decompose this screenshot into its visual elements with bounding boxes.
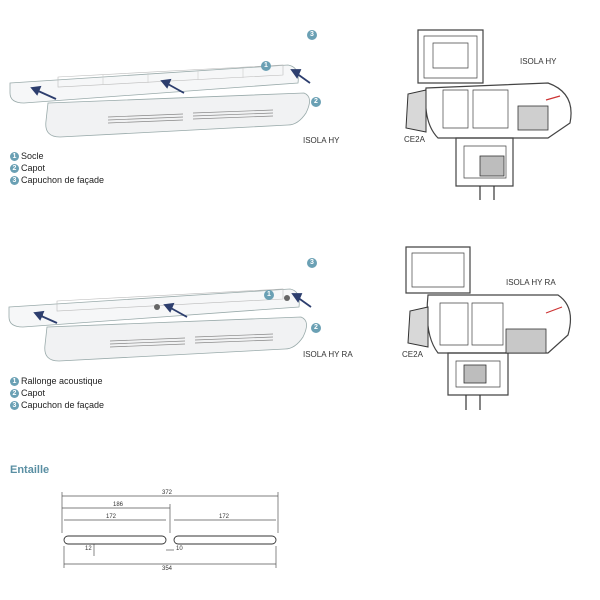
legend-text: Rallonge acoustique [21, 376, 103, 386]
model-label-top: ISOLA HY [303, 136, 340, 145]
dim-gap: 10 [176, 546, 183, 552]
bottom-product-illustration [5, 285, 320, 365]
legend-text: Capuchon de façade [21, 175, 105, 185]
section-label-product-top: ISOLA HY [520, 57, 557, 66]
callout-2-top: 2 [311, 97, 321, 107]
entaille-drawing [50, 488, 290, 573]
dim-height: 12 [85, 546, 92, 552]
callout-2-bottom: 2 [311, 323, 321, 333]
legend-text: Capuchon de façade [21, 400, 105, 410]
legend-number: 1 [10, 376, 19, 386]
callout-1-top: 1 [261, 61, 271, 71]
dim-half: 186 [113, 502, 124, 508]
section-label-profile-top: CE2A [404, 135, 425, 144]
entaille-title: Entaille [10, 464, 50, 476]
legend-number: 2 [10, 388, 19, 398]
capot-shape [45, 92, 310, 138]
legend-number: 2 [10, 163, 19, 173]
legend-text: Capot [21, 388, 46, 398]
dim-slot-left: 172 [106, 514, 117, 520]
slot-left [63, 535, 167, 545]
slot-right [173, 535, 277, 545]
section-label-product-bottom: ISOLA HY RA [506, 278, 556, 287]
section-label-profile-bottom: CE2A [402, 350, 423, 359]
callout-3-top: 3 [307, 30, 317, 40]
legend-number: 1 [10, 151, 19, 161]
top-product-illustration [8, 55, 318, 140]
legend-number: 3 [10, 175, 19, 185]
legend-text: Socle [21, 151, 44, 161]
legend-number: 3 [10, 400, 19, 410]
callout-3-bottom: 3 [307, 258, 317, 268]
top-cross-section [398, 28, 578, 208]
dim-slot-right: 172 [219, 514, 230, 520]
rallonge-shape [8, 288, 300, 328]
socle-shape [9, 64, 299, 104]
capot-shape [44, 316, 307, 362]
bottom-cross-section [398, 245, 578, 420]
callout-1-bottom: 1 [264, 290, 274, 300]
dim-overall: 372 [162, 490, 173, 496]
dim-inner: 354 [162, 566, 173, 572]
model-label-bottom: ISOLA HY RA [303, 350, 353, 359]
legend-text: Capot [21, 163, 46, 173]
